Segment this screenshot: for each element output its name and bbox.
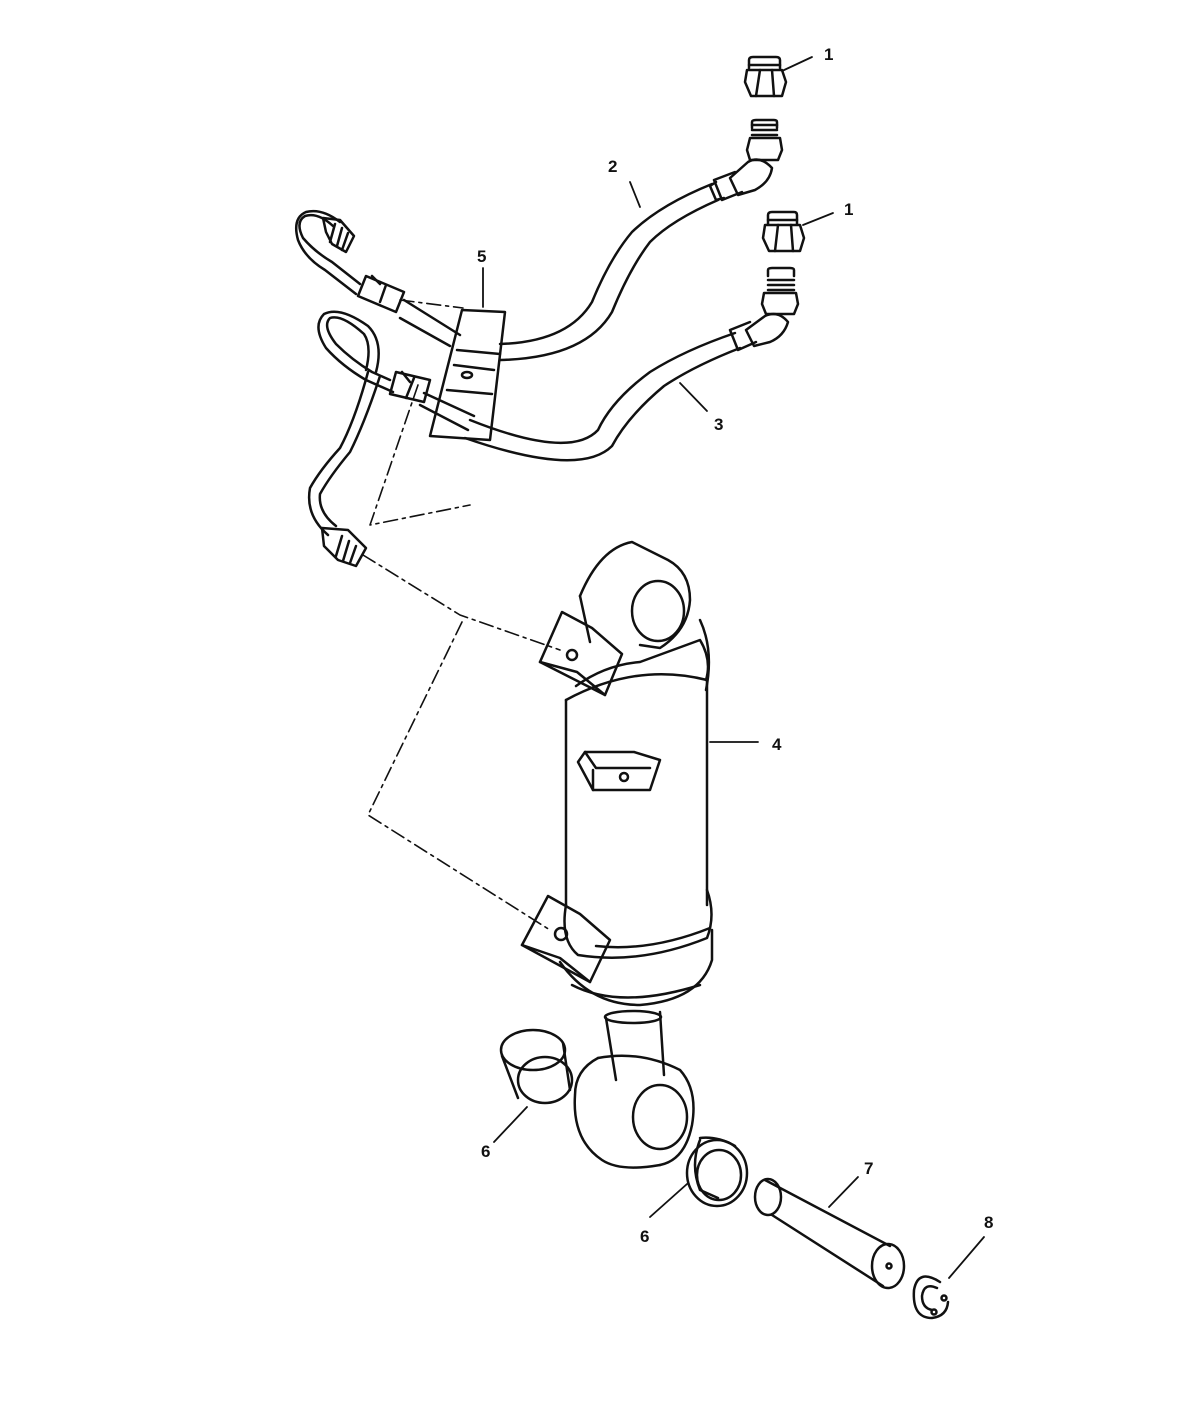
callout-1-middle: 1 <box>844 200 853 219</box>
bushing-part-6-left <box>499 1028 574 1105</box>
callout-2: 2 <box>608 157 617 176</box>
callout-6-left: 6 <box>481 1142 490 1161</box>
callout-1-top: 1 <box>824 45 833 64</box>
callout-labels: 1 2 1 5 3 4 6 6 7 8 <box>477 45 993 1246</box>
callout-7: 7 <box>864 1159 873 1178</box>
plug-part-1-top <box>743 55 788 98</box>
pin-part-7 <box>753 1177 906 1290</box>
plug-part-1-middle <box>761 210 806 253</box>
callout-4: 4 <box>772 735 782 754</box>
hose-part-2-loop-tube <box>295 209 362 296</box>
callout-leaders <box>482 56 985 1279</box>
hose-part-2 <box>356 118 784 362</box>
hose-part-3 <box>388 266 800 462</box>
hydraulic-cylinder-part-4 <box>520 540 714 1169</box>
tube-long-bent <box>307 310 395 568</box>
bushing-part-6-right <box>685 1136 749 1208</box>
callout-5: 5 <box>477 247 486 266</box>
callout-8: 8 <box>984 1213 993 1232</box>
callout-3: 3 <box>714 415 723 434</box>
retaining-ring-part-8 <box>912 1275 950 1320</box>
dashed-assembly-lines <box>362 299 561 931</box>
clamp-block-part-5 <box>428 308 507 442</box>
callout-6-right: 6 <box>640 1227 649 1246</box>
